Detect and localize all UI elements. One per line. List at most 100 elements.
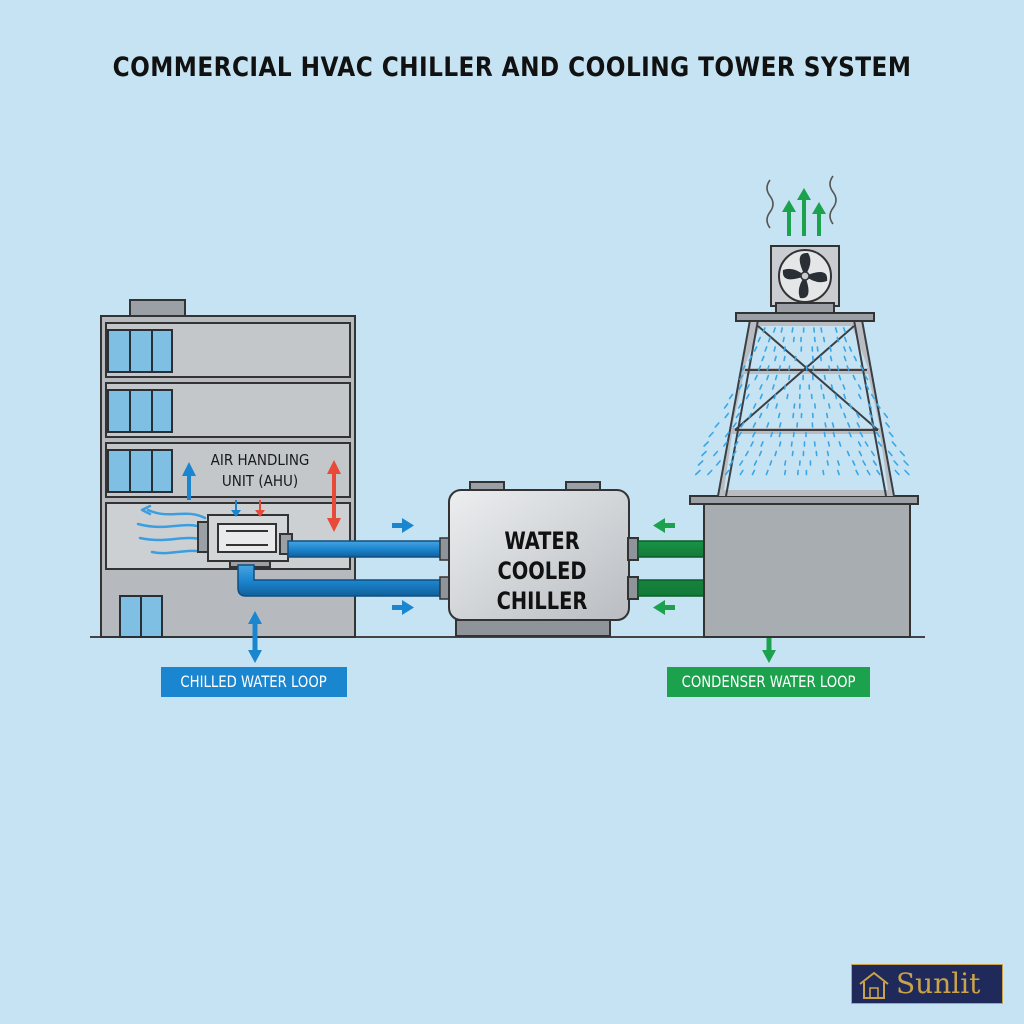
water-droplet <box>848 431 852 438</box>
water-droplet <box>832 431 836 438</box>
water-droplet <box>867 403 873 409</box>
water-droplet <box>826 460 830 466</box>
water-droplet <box>752 403 757 409</box>
water-droplet <box>775 403 779 409</box>
exhaust-heat-icon <box>766 175 837 236</box>
water-droplet <box>830 384 834 390</box>
water-droplet <box>782 336 785 343</box>
chiller-label: WATER COOLED CHILLER <box>461 526 623 616</box>
water-droplet <box>823 431 826 438</box>
water-droplet <box>708 431 714 438</box>
water-droplet <box>783 355 786 362</box>
water-droplet <box>894 469 900 476</box>
water-droplet <box>770 431 774 438</box>
water-droplet <box>739 374 744 381</box>
water-droplet <box>783 346 786 352</box>
water-droplet <box>846 450 851 457</box>
water-droplet <box>857 441 862 447</box>
water-droplet <box>824 422 827 428</box>
chiller-label-text: WATER COOLED CHILLER <box>496 527 588 615</box>
ahu-arrows <box>182 460 341 532</box>
water-droplet <box>903 460 909 466</box>
tower-top-deck <box>735 312 875 322</box>
water-droplet <box>737 431 742 438</box>
water-droplet <box>694 469 701 476</box>
water-droplet <box>765 469 769 476</box>
water-droplet <box>741 365 746 371</box>
water-droplet <box>904 469 910 476</box>
water-droplet <box>723 403 729 409</box>
entrance-door <box>119 595 163 638</box>
condenser-flow-arrow-icon <box>653 518 675 533</box>
water-droplet <box>856 422 861 428</box>
water-droplet <box>848 346 853 352</box>
water-droplet <box>777 412 781 419</box>
water-droplet <box>831 422 835 428</box>
water-droplet <box>876 469 881 476</box>
water-droplet <box>876 403 881 409</box>
water-droplet <box>858 450 863 457</box>
chilled-flow-arrow-icon <box>392 600 414 615</box>
water-droplet <box>766 374 770 381</box>
water-droplet <box>838 374 842 381</box>
chilled-return-pipe <box>237 564 445 597</box>
water-droplet <box>792 336 795 343</box>
water-droplet <box>766 403 770 409</box>
water-droplet <box>887 450 893 457</box>
water-droplet <box>701 450 707 457</box>
water-droplet <box>754 374 758 381</box>
water-droplet <box>753 460 758 466</box>
water-droplet <box>760 441 764 447</box>
water-droplet <box>761 355 765 362</box>
water-droplet <box>856 412 860 419</box>
water-droplet <box>870 422 876 428</box>
water-droplet <box>724 412 730 419</box>
water-droplet <box>762 327 766 333</box>
water-droplet <box>888 431 894 438</box>
water-droplet <box>866 469 871 476</box>
water-droplet <box>864 441 869 447</box>
water-droplet <box>822 336 826 343</box>
diagram-title: COMMERCIAL HVAC CHILLER AND COOLING TOWE… <box>112 52 912 83</box>
chilled-water-pipes <box>237 518 451 663</box>
water-droplet <box>820 384 823 390</box>
water-droplet <box>758 412 763 419</box>
water-droplet <box>853 355 858 362</box>
tower-base <box>703 499 911 638</box>
water-droplet <box>738 384 743 390</box>
water-droplet <box>715 460 721 466</box>
water-droplet <box>829 355 833 362</box>
water-droplet <box>843 393 847 400</box>
water-droplet <box>819 355 823 362</box>
water-droplet <box>722 441 728 447</box>
water-droplet <box>822 393 825 400</box>
water-droplet <box>839 403 843 409</box>
chilled-flow-arrow-icon <box>392 518 414 533</box>
water-droplet <box>735 412 740 419</box>
water-droplet <box>773 393 777 400</box>
water-droplet <box>842 384 846 390</box>
water-droplet <box>823 374 827 381</box>
water-droplet <box>872 460 878 466</box>
water-droplet <box>843 412 847 419</box>
water-droplet <box>792 431 795 438</box>
water-droplet <box>877 441 883 447</box>
water-droplet <box>820 327 823 333</box>
water-droplet <box>739 469 744 476</box>
chilled-water-loop-label: CHILLED WATER LOOP <box>180 672 328 691</box>
water-droplet <box>759 393 763 400</box>
cooling-tower <box>689 245 919 638</box>
condenser-flow-arrow-icon <box>653 600 675 615</box>
water-droplet <box>870 450 876 457</box>
water-droplet <box>865 384 870 390</box>
water-droplet <box>875 431 881 438</box>
water-droplet <box>757 365 762 371</box>
water-droplet <box>787 374 791 381</box>
water-droplet <box>885 422 891 428</box>
water-droplet <box>778 365 782 371</box>
water-droplet <box>773 346 777 352</box>
water-droplet <box>783 460 787 466</box>
water-droplet <box>838 441 842 447</box>
water-droplet <box>829 346 832 352</box>
water-droplet <box>728 393 734 400</box>
